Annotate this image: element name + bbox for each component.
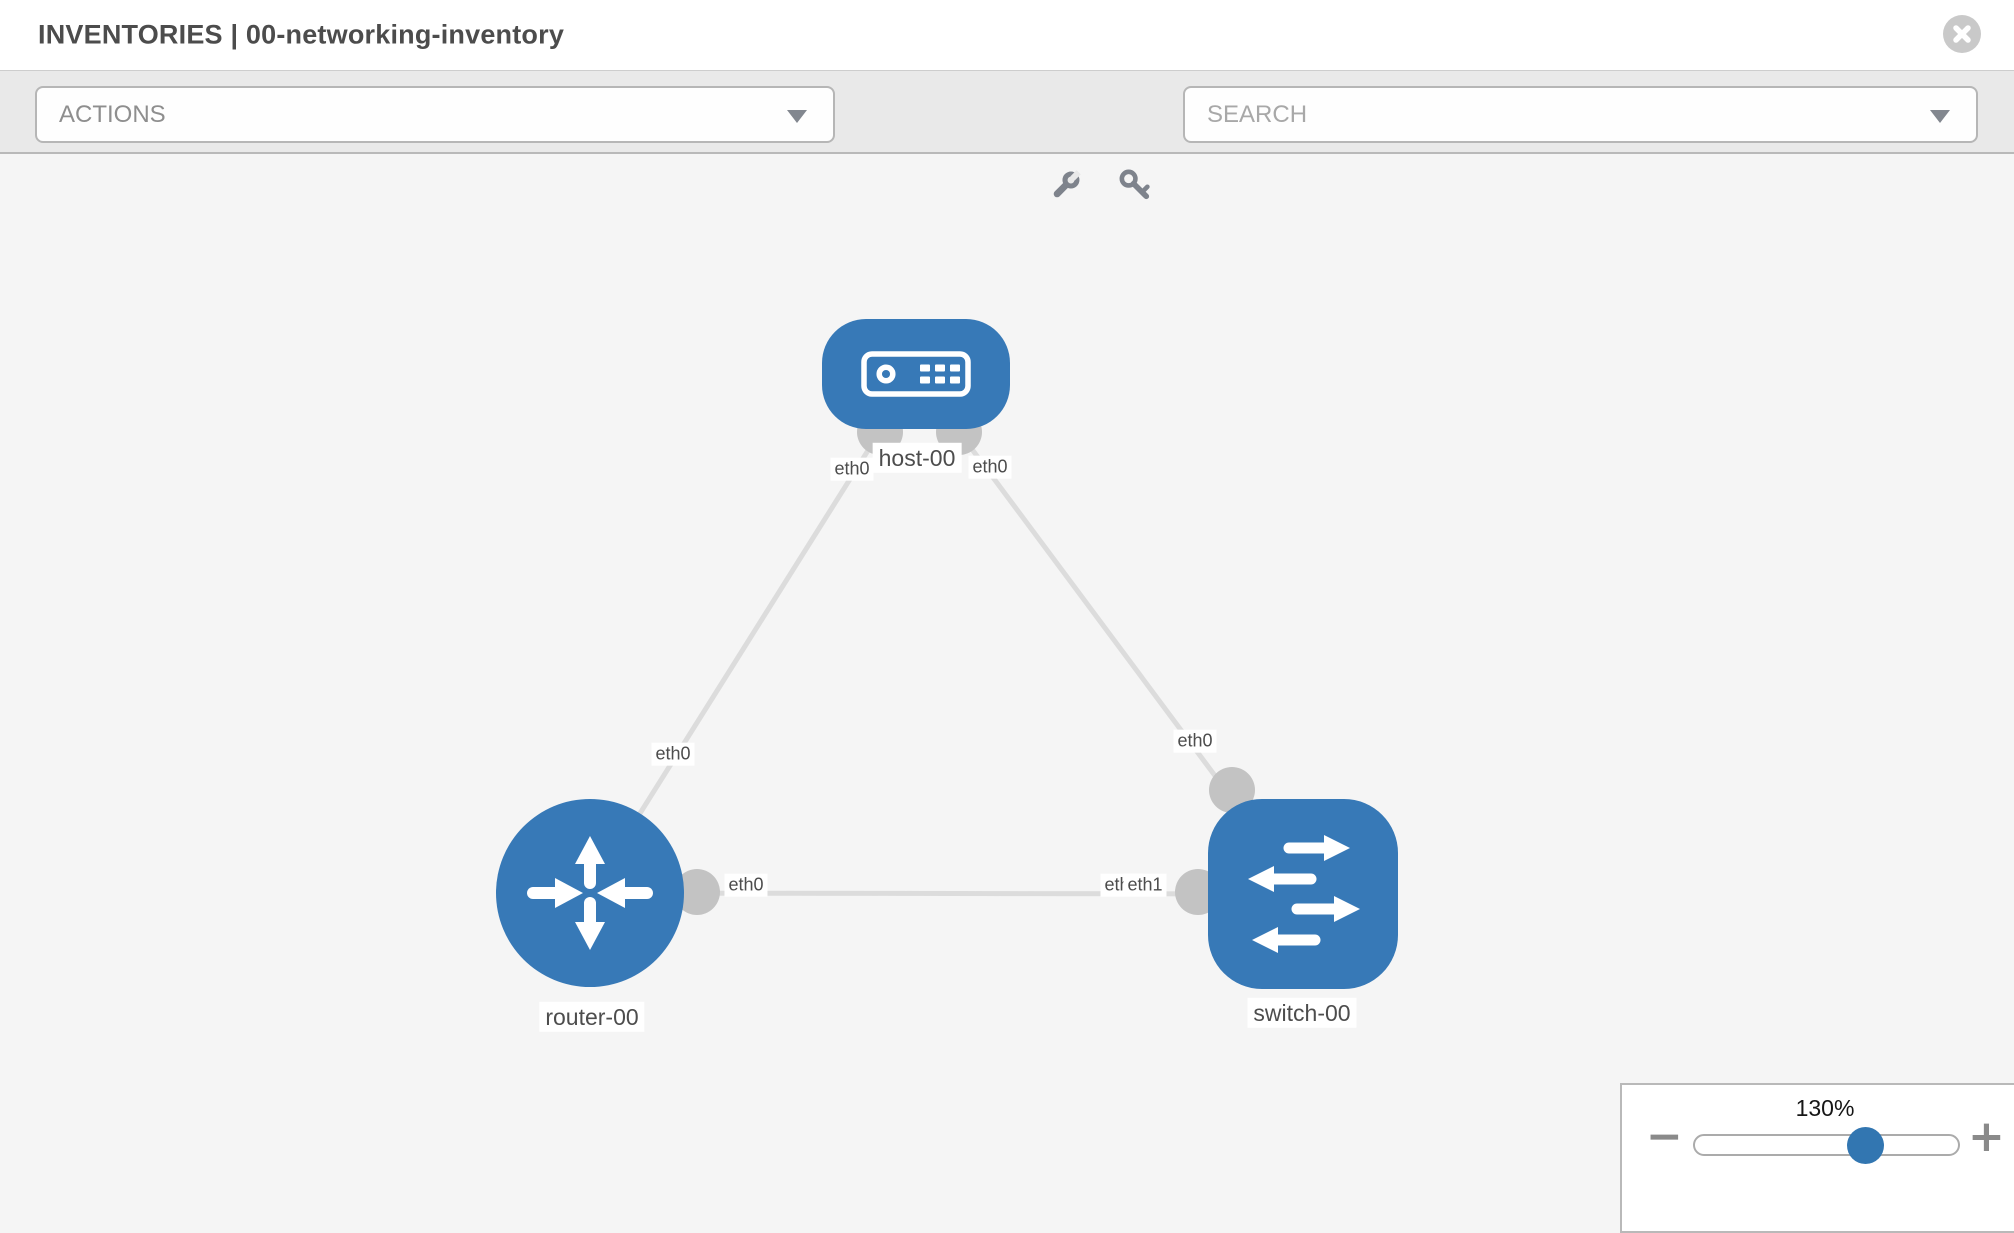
zoom-panel: 130% − +	[1620, 1083, 2014, 1233]
switch-icon	[1248, 835, 1360, 953]
toolbar: ACTIONS SEARCH	[0, 70, 2014, 200]
close-icon	[1953, 25, 1971, 43]
zoom-in-button[interactable]: +	[1968, 1111, 2005, 1162]
chevron-down-icon	[787, 109, 807, 123]
topology-svg	[496, 319, 1398, 989]
port-connector	[1209, 767, 1255, 813]
port-connector	[674, 869, 720, 915]
node-shape[interactable]	[1208, 799, 1398, 989]
page-title: INVENTORIES | 00-networking-inventory	[38, 19, 565, 50]
credentials-button[interactable]	[1116, 166, 1154, 204]
actions-dropdown[interactable]: ACTIONS	[35, 86, 835, 143]
router-icon	[527, 836, 653, 950]
node-router-00[interactable]	[496, 799, 684, 987]
zoom-level-value: 130%	[1795, 1095, 1855, 1121]
zoom-out-button[interactable]: −	[1646, 1111, 1683, 1162]
actions-dropdown-label: ACTIONS	[59, 100, 166, 128]
search-dropdown[interactable]: SEARCH	[1183, 86, 1978, 143]
wrench-icon	[1053, 170, 1081, 198]
configure-button[interactable]	[1047, 166, 1085, 204]
host-icon	[861, 351, 971, 397]
header: INVENTORIES | 00-networking-inventory	[0, 0, 2014, 70]
key-icon	[1119, 169, 1150, 200]
zoom-slider-handle[interactable]	[1847, 1127, 1885, 1164]
node-shape[interactable]	[822, 319, 1010, 429]
node-host-00[interactable]	[822, 319, 1010, 429]
node-switch-00[interactable]	[1208, 799, 1398, 989]
chevron-down-icon	[1930, 109, 1950, 123]
close-button[interactable]	[1943, 15, 1981, 53]
zoom-slider-track[interactable]	[1693, 1134, 1960, 1156]
search-placeholder: SEARCH	[1207, 100, 1308, 128]
node-shape[interactable]	[496, 799, 684, 987]
